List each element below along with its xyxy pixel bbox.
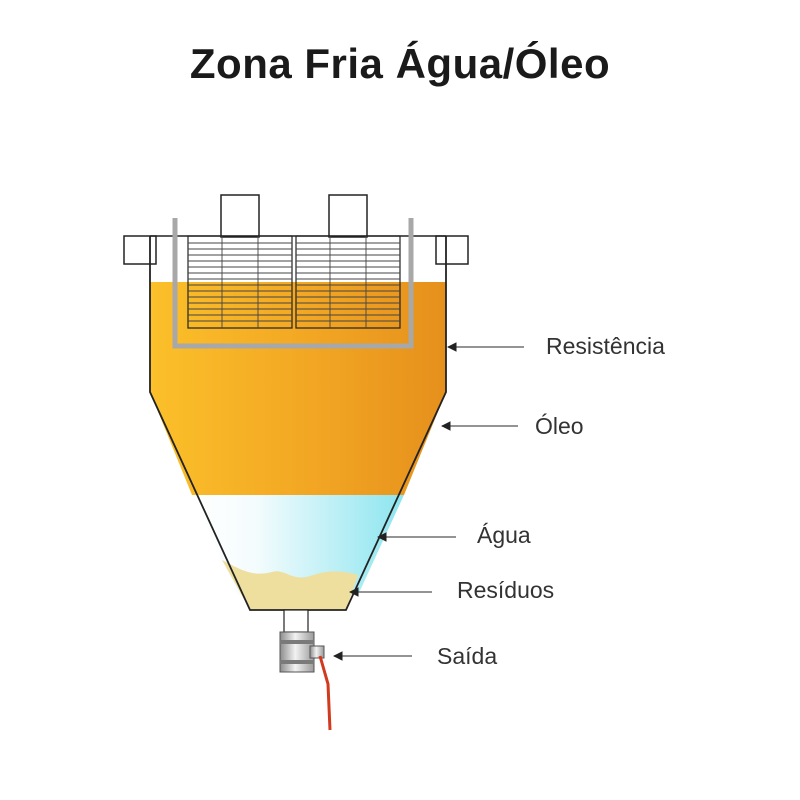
drain-valve	[279, 631, 325, 673]
right-flange	[435, 235, 469, 265]
left-flange	[123, 235, 157, 265]
heater-coil-right	[295, 235, 401, 329]
label-agua: Água	[477, 522, 531, 548]
water-layer	[192, 495, 404, 595]
label-saida: Saída	[437, 643, 498, 669]
label-oleo: Óleo	[535, 413, 584, 439]
resistance-element	[172, 218, 414, 349]
heater-terminal-left	[220, 194, 260, 238]
label-residuos: Resíduos	[457, 577, 555, 603]
label-resistencia: Resistência	[546, 333, 665, 359]
residue-layer	[222, 560, 358, 610]
outlet-pipe	[283, 609, 309, 633]
valve-handle	[318, 655, 332, 731]
heater-terminal-right	[328, 194, 368, 238]
diagram-title: Zona Fria Água/Óleo	[189, 40, 611, 87]
heater-coil-left	[187, 235, 293, 329]
oil-layer	[150, 282, 446, 495]
